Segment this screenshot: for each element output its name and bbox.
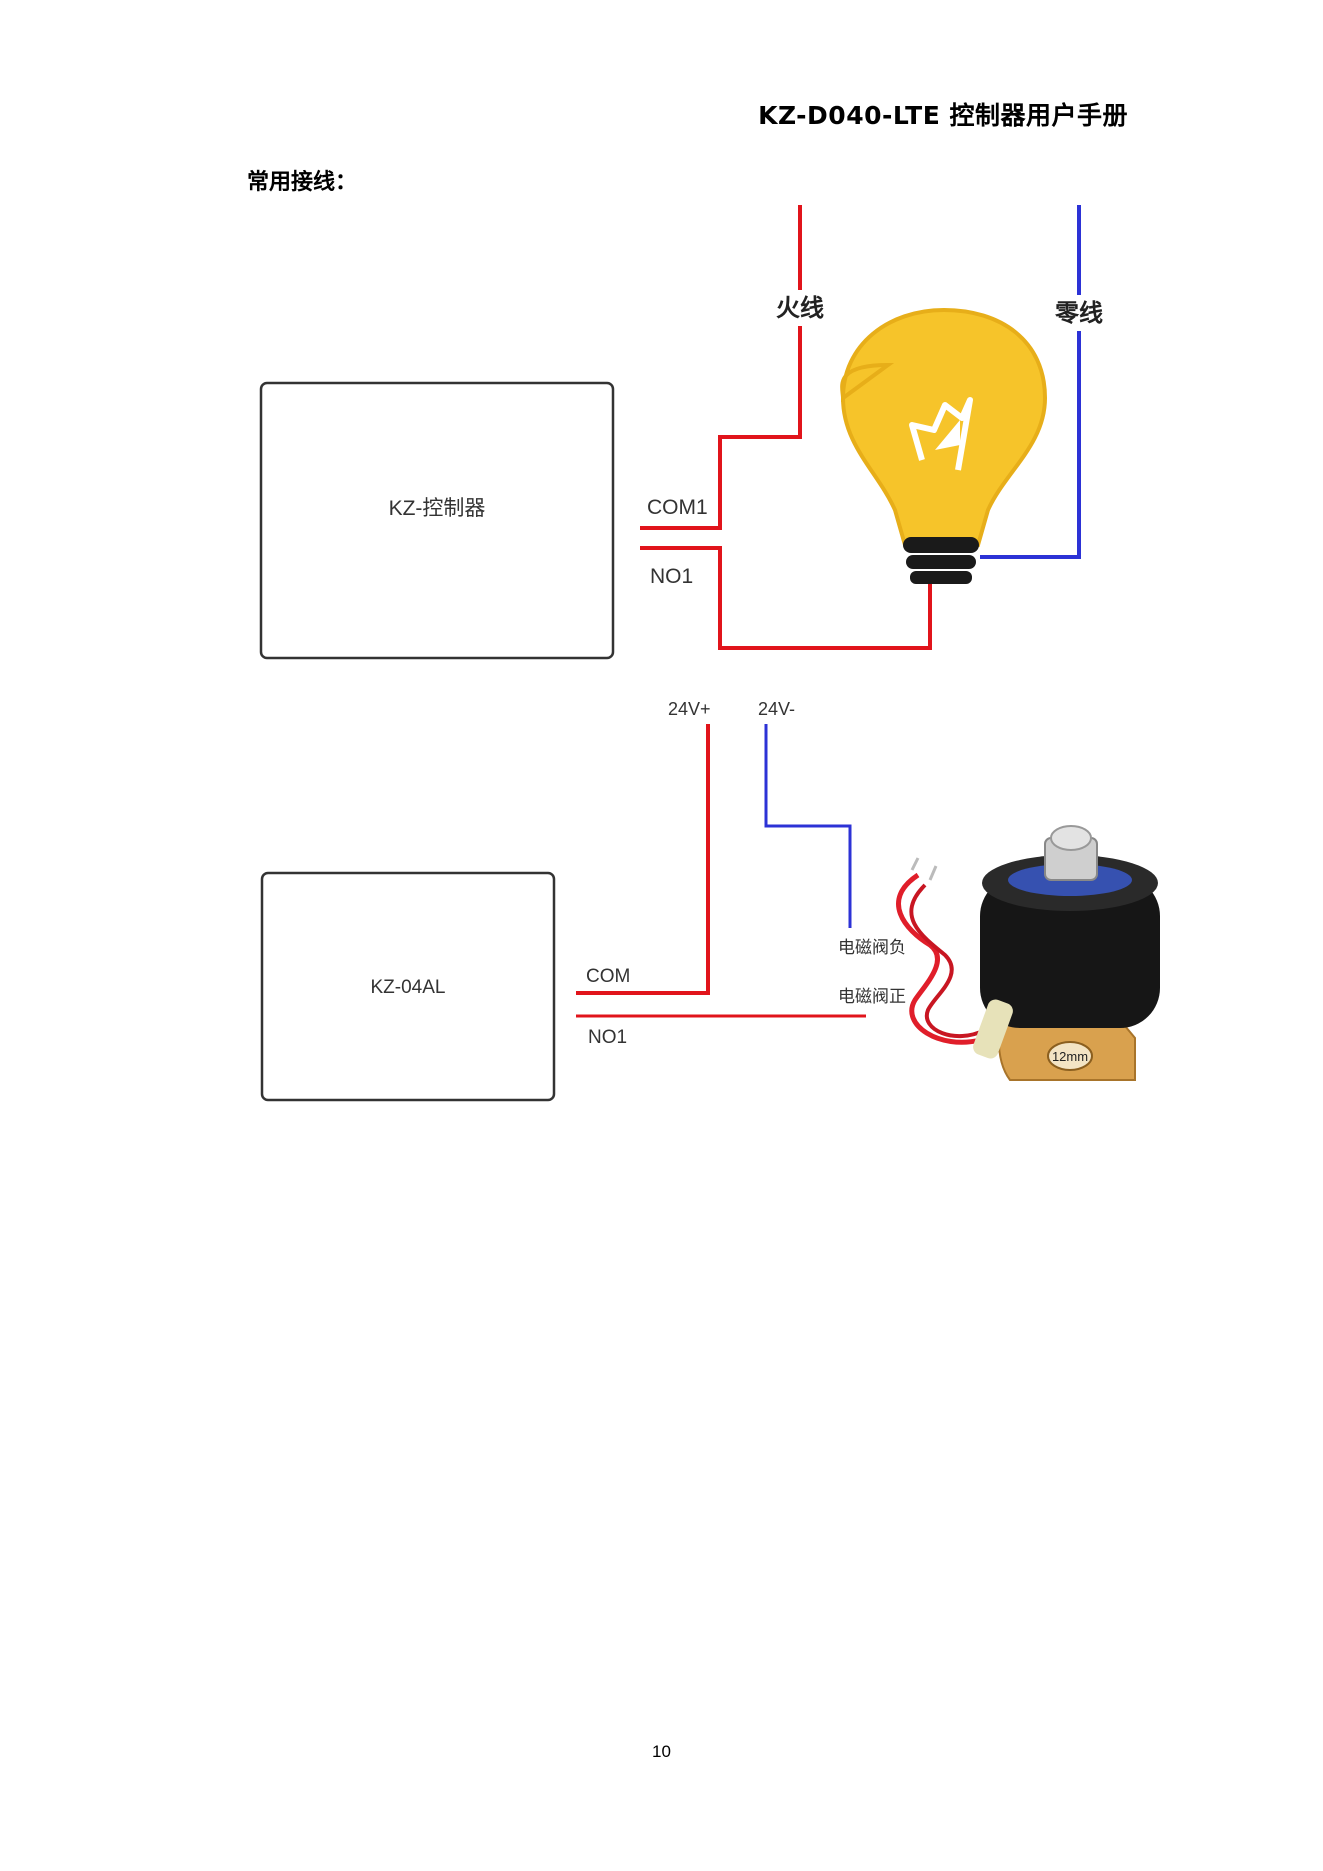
neutral-label: 零线 [1054,300,1103,327]
document-header-title: KZ-D040-LTE 控制器用户手册 [758,101,1128,130]
kz04al-label: KZ-04AL [371,977,446,998]
valve-wiring-diagram: KZ-04AL 24V+ 24V- COM NO1 电磁阀负 电磁阀正 12mm [260,699,1160,1102]
solenoid-valve-icon: 12mm [896,825,1160,1081]
controller-label: KZ-控制器 [389,497,486,520]
24v-neg-label: 24V- [758,699,795,719]
kz04al-box [260,871,556,1102]
bulb-wiring-diagram: KZ-控制器 火线 零线 COM1 NO1 [259,205,1109,660]
light-bulb-icon [840,307,1048,584]
no1-label-2: NO1 [588,1027,627,1048]
size-label: 12mm [1052,1049,1088,1064]
positive-wire [576,724,710,995]
controller-box [259,381,615,660]
live-label: 火线 [776,295,824,322]
no1-label: NO1 [650,565,693,588]
live-wire [640,205,802,530]
com-label: COM [586,966,630,987]
com1-label: COM1 [647,496,708,519]
page-number: 10 [652,1742,671,1761]
section-title: 常用接线： [247,170,358,195]
load-wire [640,546,932,650]
24v-pos-label: 24V+ [668,699,711,719]
negative-wire [764,724,852,928]
valve-negative-label: 电磁阀负 [838,938,906,957]
valve-positive-label: 电磁阀正 [838,987,906,1006]
